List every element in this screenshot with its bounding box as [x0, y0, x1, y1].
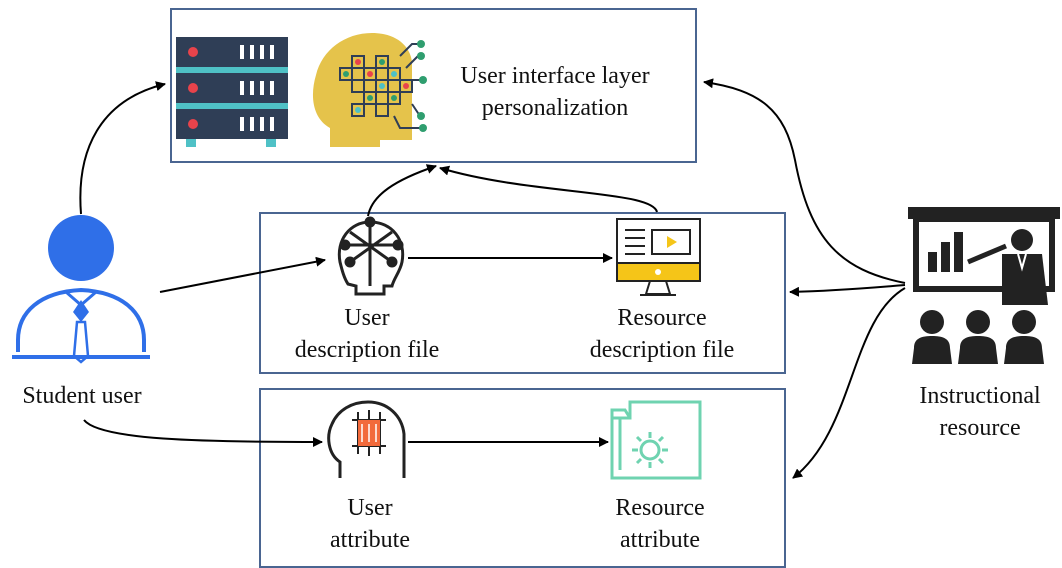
instructional-resource-label: Instructional resource — [900, 380, 1060, 444]
network-head-icon — [337, 216, 405, 296]
instructional-line2: resource — [939, 415, 1021, 441]
presentation-icon — [908, 207, 1060, 364]
description-files-box — [259, 212, 786, 374]
resource-description-line1: Resource — [617, 305, 707, 331]
arrow-instructional-to-ui — [703, 78, 906, 284]
ui-title-line2: personalization — [481, 95, 629, 121]
ui-personalization-title: User interface layer personalization — [430, 60, 680, 124]
resource-description-file-label: Resource description file — [562, 302, 762, 366]
resource-attribute-label: Resource attribute — [580, 492, 740, 556]
arrow-student-to-user-description — [159, 256, 326, 293]
arrow-resource-description-to-ui — [439, 165, 658, 213]
arrow-student-to-ui — [79, 81, 166, 215]
instructional-line1: Instructional — [919, 383, 1041, 409]
user-attribute-line1: User — [347, 495, 393, 521]
ai-head-icon — [312, 33, 427, 147]
folder-gear-icon — [610, 400, 702, 480]
student-user-label: Student user — [22, 383, 142, 409]
server-rack-icon — [176, 37, 288, 147]
arrow-student-to-user-attribute — [83, 419, 323, 447]
resource-description-line2: description file — [589, 337, 735, 363]
student-user-icon — [12, 215, 150, 364]
user-description-file-label: User description file — [267, 302, 467, 366]
user-attribute-label: User attribute — [290, 492, 450, 556]
ui-personalization-box — [170, 8, 697, 163]
ui-title-line1: User interface layer — [460, 63, 650, 89]
chip-head-icon — [327, 400, 406, 478]
resource-attribute-line1: Resource — [615, 495, 705, 521]
arrow-instructional-to-description-box — [789, 284, 906, 297]
arrow-user-description-to-ui — [367, 164, 437, 217]
monitor-video-icon — [616, 218, 701, 296]
resource-attribute-line2: attribute — [620, 527, 700, 553]
arrow-instructional-to-attributes-box — [792, 287, 906, 479]
user-description-line2: description file — [294, 337, 440, 363]
user-attribute-line2: attribute — [330, 527, 410, 553]
user-description-line1: User — [344, 305, 390, 331]
